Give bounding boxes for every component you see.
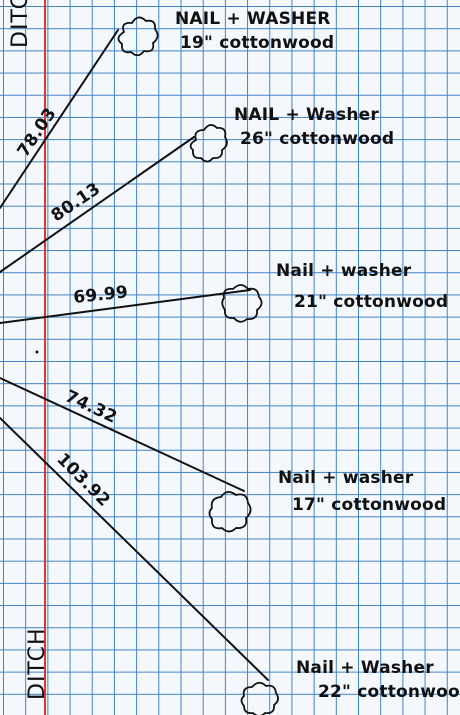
tree-1-species-label: 19" cottonwood bbox=[180, 33, 334, 53]
tree-5-distance: 103.92 bbox=[52, 449, 113, 510]
tree-5-marker-label: Nail + Washer bbox=[296, 658, 434, 678]
tree-4-marker-label: Nail + washer bbox=[278, 468, 414, 488]
tree-5-measure-line bbox=[0, 417, 269, 681]
red-margin-line bbox=[44, 0, 47, 715]
tree-4-distance: 74.32 bbox=[62, 386, 120, 427]
tree-3-distance: 69.99 bbox=[72, 282, 129, 308]
tree-2: 80.13 NAIL + Washer 26" cottonwood bbox=[0, 105, 394, 273]
ditch-label-bottom: DITCH bbox=[25, 628, 50, 700]
tree-3-crown-icon bbox=[221, 284, 263, 323]
tree-5-species-label: 22" cottonwood bbox=[318, 682, 460, 702]
tree-3-species-label: 21" cottonwood bbox=[294, 292, 448, 312]
tree-1-measure-line bbox=[0, 29, 119, 209]
tree-4-measure-line bbox=[0, 377, 245, 492]
tree-1-marker-label: NAIL + WASHER bbox=[175, 9, 331, 29]
tree-3-marker-label: Nail + washer bbox=[276, 261, 412, 281]
pencil-dot bbox=[35, 350, 39, 354]
tree-3: 69.99 Nail + washer 21" cottonwood bbox=[0, 261, 448, 324]
tree-5: 103.92 Nail + Washer 22" cottonwood bbox=[0, 417, 460, 715]
tree-3-measure-line bbox=[0, 289, 251, 324]
tree-2-marker-label: NAIL + Washer bbox=[234, 105, 379, 125]
tree-5-crown-icon bbox=[240, 681, 279, 715]
tree-1-crown-icon bbox=[117, 16, 159, 57]
tree-2-crown-icon bbox=[189, 124, 228, 163]
ditch-label-top: DITCH bbox=[8, 0, 33, 48]
tree-4-species-label: 17" cottonwood bbox=[292, 495, 446, 515]
tree-2-measure-line bbox=[0, 136, 195, 273]
tree-4-crown-icon bbox=[208, 491, 252, 533]
tree-2-species-label: 26" cottonwood bbox=[240, 129, 394, 149]
